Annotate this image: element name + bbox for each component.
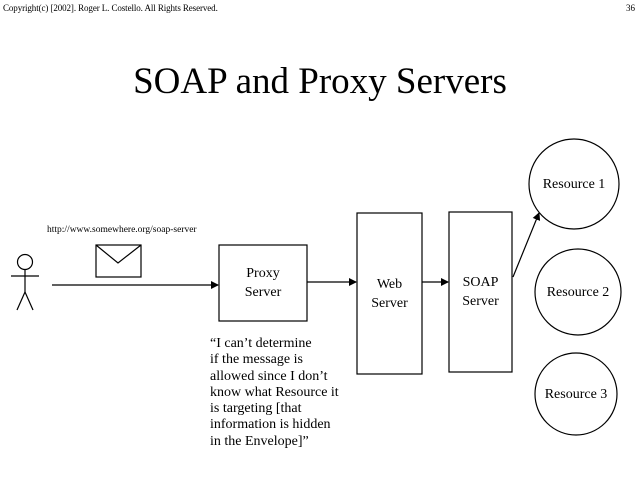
soap-server-label: SOAP Server [462,275,499,309]
web-server-box [356,212,423,375]
proxy-server-label: Proxy Server [244,266,282,300]
resource-1-label: Resource 1 [542,176,606,192]
soap-server-box [448,211,513,373]
soap-server-url: http://www.somewhere.org/soap-server [47,225,197,235]
page-number: 36 [626,3,635,13]
resource-2-circle [534,248,622,336]
resource-3-label: Resource 3 [544,386,608,402]
user-figure-icon [11,253,39,311]
copyright-notice: Copyright(c) [2002]. Roger L. Costello. … [3,3,218,13]
resource-3-circle [534,352,618,436]
proxy-server-box [218,244,308,322]
envelope-icon [95,244,142,278]
proxy-server-quote: “I can’t determine if the message is all… [210,336,339,449]
web-server-label: Web Server [371,276,408,311]
slide-title: SOAP and Proxy Servers [133,61,507,102]
resource-2-label: Resource 2 [546,284,610,300]
arrow-soap-to-resource-1 [512,212,541,278]
resource-1-circle [528,138,620,230]
